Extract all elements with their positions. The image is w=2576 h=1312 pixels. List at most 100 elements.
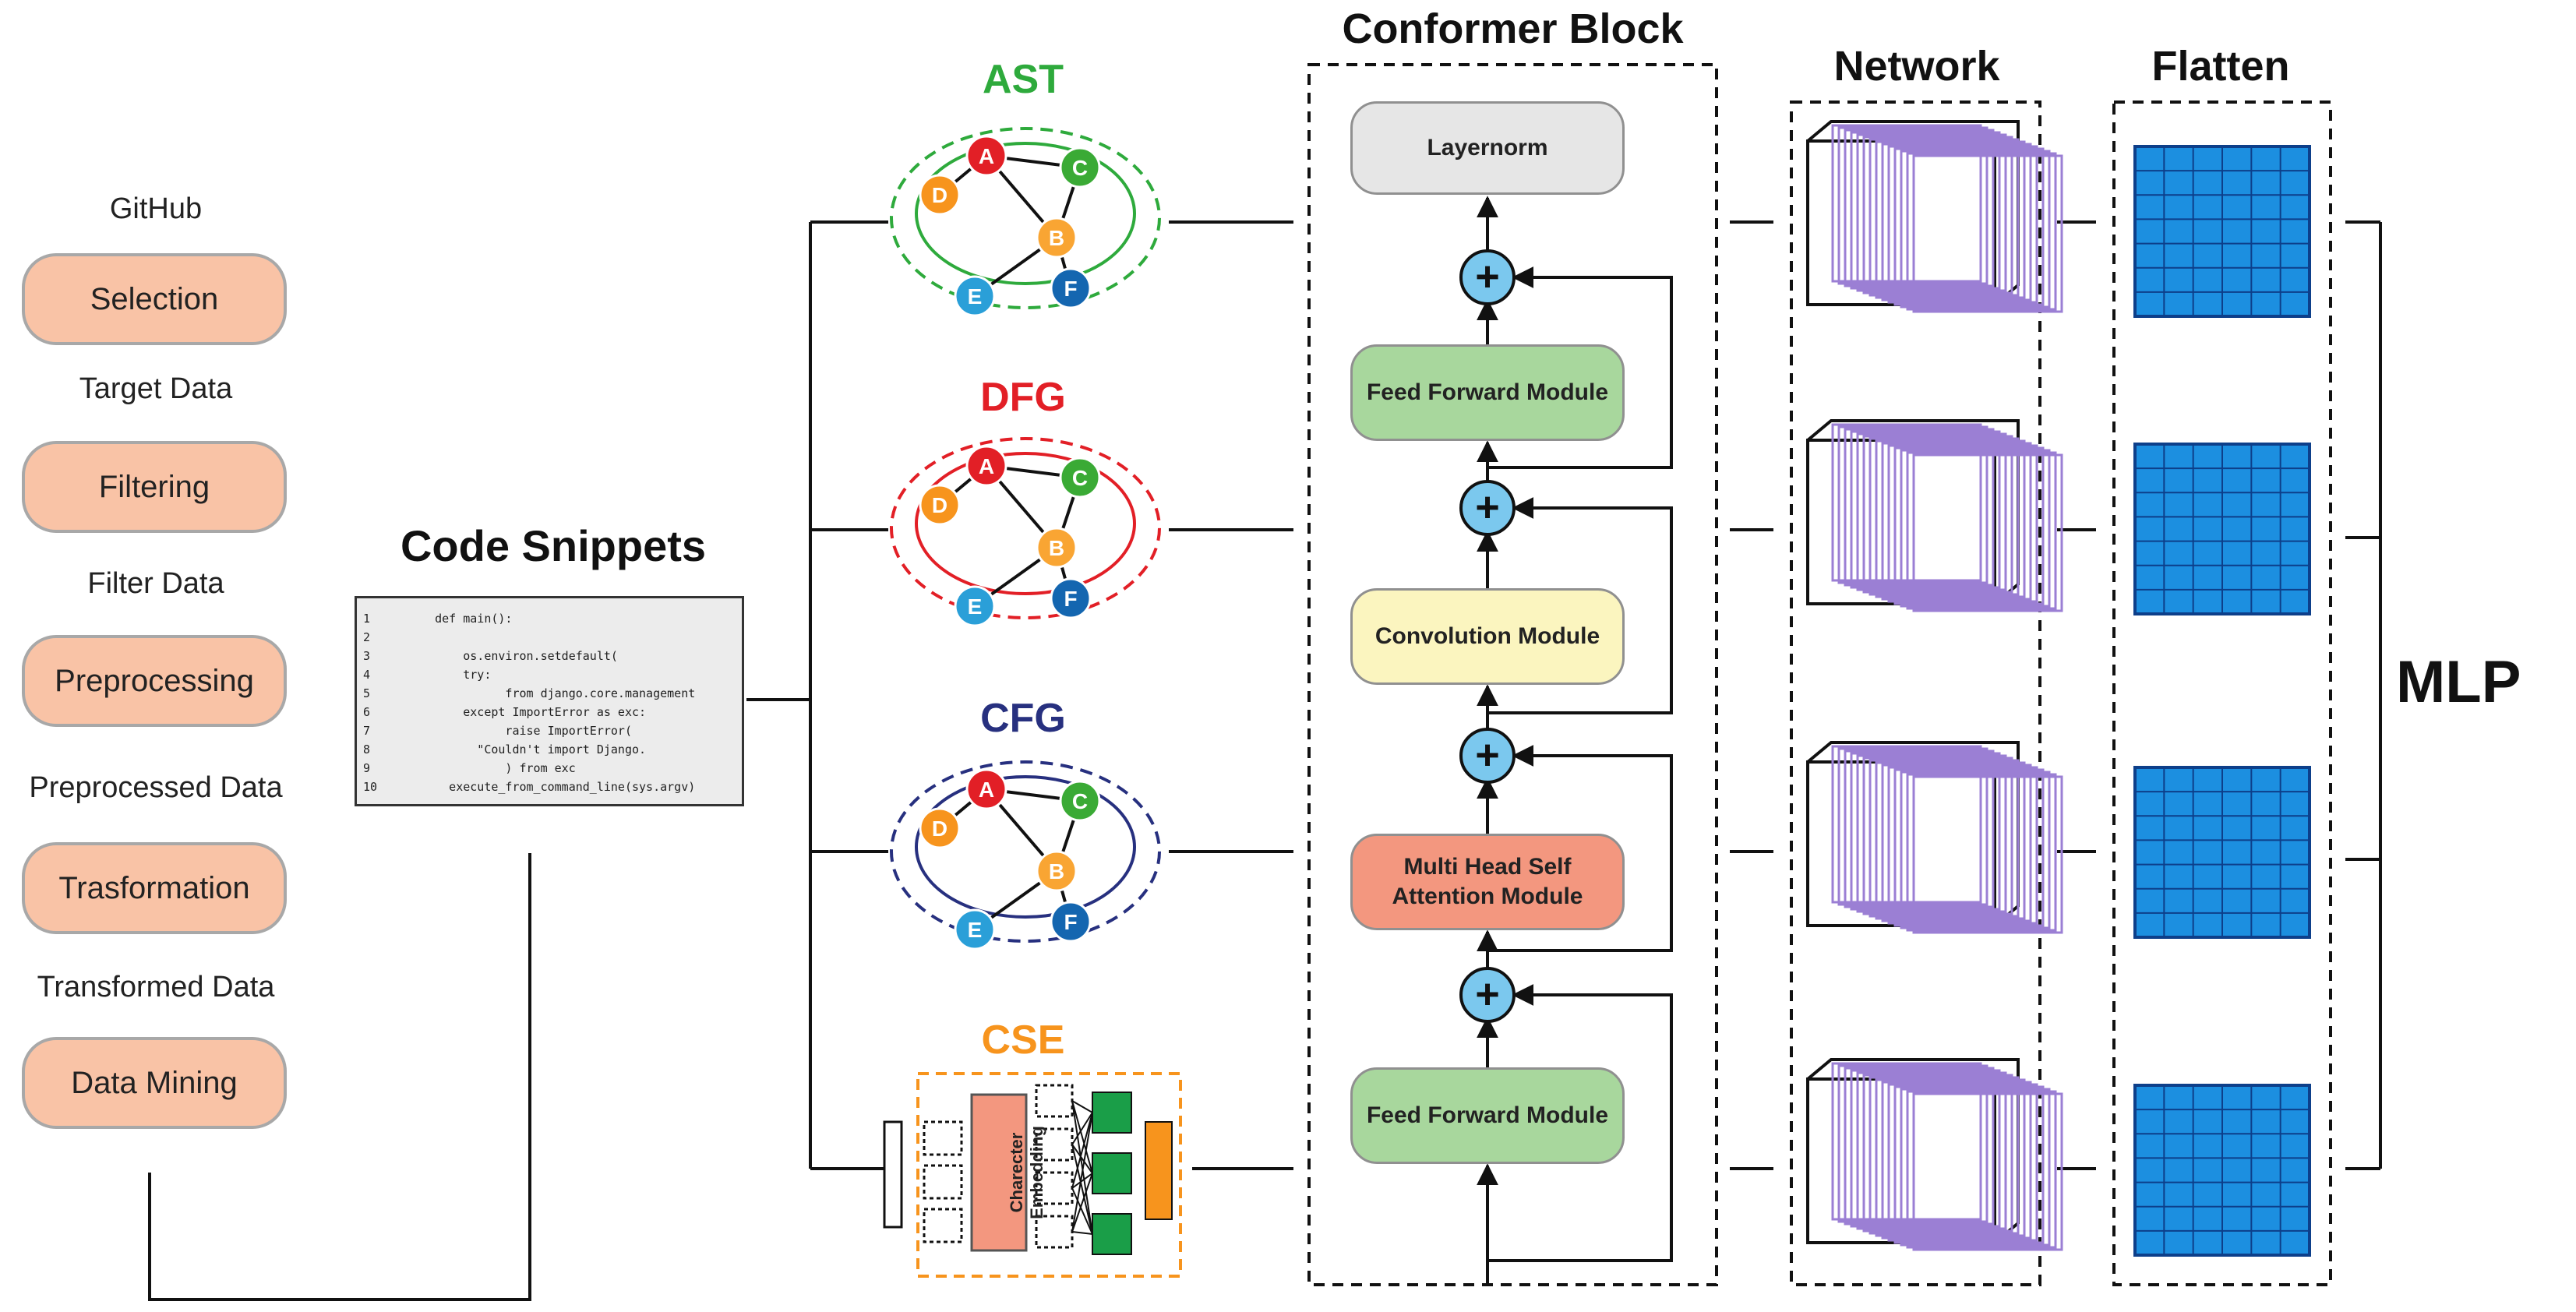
graph-node	[1036, 850, 1078, 892]
network-box-depth	[1806, 120, 2020, 306]
feature-map	[1875, 439, 2026, 598]
feature-map	[1856, 133, 2007, 292]
graph-inner-ellipse	[915, 775, 1136, 919]
graph-node	[919, 174, 961, 216]
feature-map	[1887, 145, 2038, 304]
feature-map	[1881, 143, 2032, 302]
line-number: 8	[363, 742, 371, 757]
feature-map	[1856, 1071, 2007, 1230]
conformer-flow: ++++	[1459, 196, 1673, 1284]
conformer-frame	[1307, 63, 1718, 1286]
residual-connection	[1487, 266, 1673, 469]
line-number: 6	[363, 705, 371, 719]
feature-map	[1900, 449, 2051, 608]
pipeline-label-target-data: Target Data	[79, 372, 233, 405]
pipeline-label-transformed-data: Transformed Data	[37, 971, 275, 1003]
line-number: 1	[363, 612, 371, 626]
feature-map	[1900, 771, 2051, 929]
feature-map	[1906, 451, 2057, 610]
line-number: 2	[363, 630, 371, 644]
cse-link	[1071, 1100, 1093, 1235]
line-number: 4	[363, 668, 371, 682]
graph-node-label: A	[979, 144, 994, 168]
graph-node-label: D	[932, 183, 947, 207]
graph-node-label: E	[968, 284, 983, 309]
feature-map	[1862, 1074, 2013, 1233]
feature-map	[1850, 1069, 2001, 1228]
dashed-frames	[1307, 63, 2332, 1286]
graph-node-label: D	[932, 816, 947, 841]
cse-link	[1071, 1173, 1093, 1233]
graph-node	[1059, 780, 1101, 822]
code-text: def main():	[407, 612, 513, 626]
residual-connection	[1487, 497, 1673, 714]
code-line: 3 os.environ.setdefault(	[363, 647, 736, 665]
cse-input-cell	[923, 1120, 963, 1156]
pipeline-label-filter-data: Filter Data	[87, 567, 224, 600]
add-node	[1459, 480, 1516, 536]
code-text: from django.core.management	[407, 686, 696, 700]
feature-map	[1844, 129, 1995, 287]
feature-map	[1856, 754, 2007, 913]
graph-node-label: A	[979, 778, 994, 802]
feature-map	[1881, 1081, 2032, 1240]
pipeline-label-preprocessed-data: Preprocessed Data	[29, 771, 283, 804]
cse-link	[1071, 1231, 1093, 1235]
residual-connection	[1487, 984, 1673, 1262]
graph-node	[1036, 527, 1078, 569]
cse-link	[1071, 1112, 1093, 1233]
residual-connection	[1487, 745, 1673, 952]
cse-link	[1071, 1144, 1093, 1235]
add-node	[1459, 728, 1516, 784]
line-number: 5	[363, 686, 371, 700]
graph-node	[954, 585, 996, 627]
cse-link	[1071, 1144, 1093, 1174]
feature-map	[1893, 147, 2045, 306]
multi-head-self-attention-module: Multi Head Self Attention Module	[1350, 834, 1625, 930]
code-text: except ImportError as exc:	[407, 705, 647, 719]
cse-embedding-block	[970, 1093, 1028, 1252]
cse-output-cell	[1092, 1213, 1132, 1255]
graph-node-label: A	[979, 454, 994, 478]
graph-node	[1036, 217, 1078, 259]
graph-node	[919, 807, 961, 849]
cse-link	[1071, 1100, 1093, 1113]
network-layer	[1806, 120, 2063, 1251]
data-mining-step: Data Mining	[22, 1037, 287, 1129]
network-title: Network	[1833, 43, 2000, 90]
cse-link	[1071, 1100, 1093, 1174]
cse-hidden-cell	[1035, 1215, 1074, 1249]
feature-map	[1868, 1076, 2020, 1235]
feature-map	[1868, 759, 2020, 918]
feed-forward-module-top: Feed Forward Module	[1350, 344, 1625, 441]
feature-map	[1862, 136, 2013, 294]
preprocessing-step: Preprocessing	[22, 635, 287, 727]
code-line: 1 def main():	[363, 609, 736, 628]
feature-map	[1887, 1083, 2038, 1242]
graph-node	[965, 445, 1007, 487]
cse-result-bar	[1145, 1121, 1173, 1220]
cse-output-cell	[1092, 1092, 1132, 1134]
code-text: execute_from_command_line(sys.argv)	[407, 780, 696, 794]
graph-node	[965, 135, 1007, 177]
flatten-title: Flatten	[2151, 43, 2290, 90]
connector-lines	[148, 220, 2382, 1301]
add-symbol: +	[1475, 732, 1500, 778]
feature-map	[1912, 1092, 2063, 1251]
line-number: 9	[363, 761, 371, 775]
graph-node	[1050, 577, 1092, 619]
cse-input-cell	[923, 1164, 963, 1200]
cse-input-bar	[883, 1120, 903, 1229]
code-text: "Couldn't import Django.	[407, 742, 647, 757]
graph-inner-ellipse	[915, 452, 1136, 595]
flatten-layer	[2133, 145, 2311, 1257]
flatten-frame	[2112, 101, 2332, 1286]
flatten-grid	[2133, 1084, 2311, 1257]
graph-node	[919, 484, 961, 526]
graph-node	[954, 275, 996, 317]
feature-map	[1862, 757, 2013, 915]
